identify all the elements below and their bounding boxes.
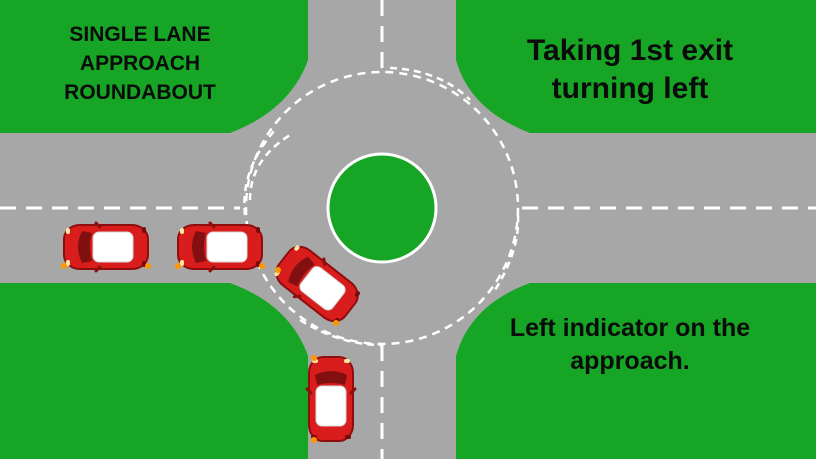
note-line: Left indicator on the xyxy=(509,314,751,342)
title-right: Taking 1st exit turning left xyxy=(470,32,790,108)
title-left-line: SINGLE LANE xyxy=(69,23,211,46)
title-right-line: Taking 1st exit xyxy=(526,34,734,67)
indicator-light xyxy=(259,263,265,269)
indicator-light xyxy=(145,263,151,269)
title-right-line: turning left xyxy=(551,72,709,105)
indicator-light xyxy=(275,267,281,273)
indicator-note: Left indicator on the approach. xyxy=(470,312,790,378)
title-left-line: ROUNDABOUT xyxy=(64,81,216,104)
title-left-line: APPROACH xyxy=(79,52,201,75)
note-line: approach. xyxy=(570,347,690,375)
indicator-light xyxy=(333,320,339,326)
car-icon xyxy=(305,355,357,443)
indicator-light xyxy=(311,355,317,361)
title-left: SINGLE LANE APPROACH ROUNDABOUT xyxy=(30,20,250,107)
indicator-light xyxy=(311,437,317,443)
indicator-light xyxy=(175,263,181,269)
car-icon xyxy=(176,221,264,273)
car-icon xyxy=(62,221,150,273)
central-island xyxy=(326,152,438,264)
indicator-light xyxy=(61,263,67,269)
